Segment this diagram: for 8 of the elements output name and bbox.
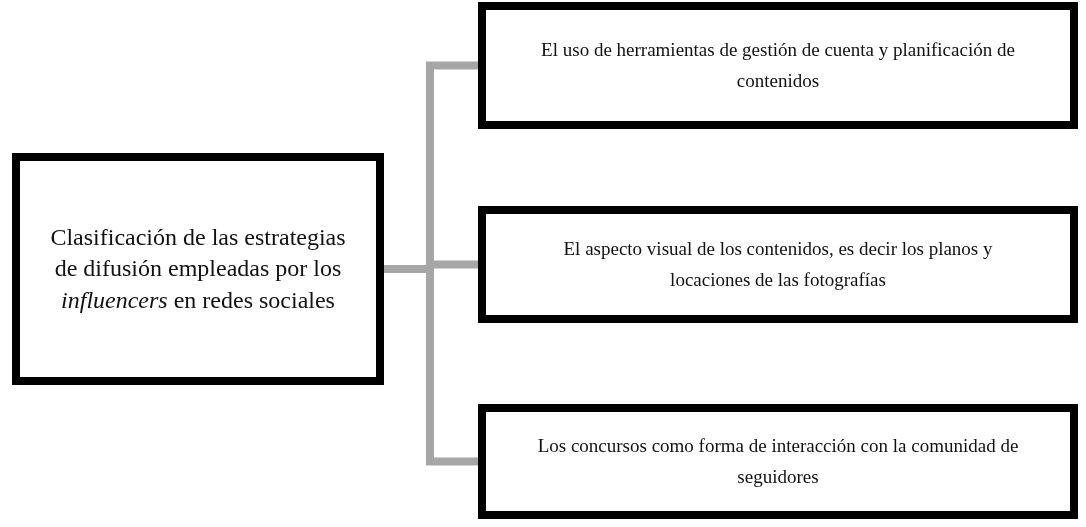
category-box <box>478 404 1078 519</box>
root-concept-box <box>12 153 384 385</box>
category-text: Los concursos como forma de interacción con la comunidad de seguidores <box>536 434 1020 489</box>
category-text: El aspecto visual de los contenidos, es decir los planos y locaciones de las fotografías <box>562 237 994 292</box>
title-text: Clasificación de las estrategias de difusión empleadas por los influencers en redes sociales <box>49 223 347 315</box>
category-box <box>478 2 1078 129</box>
category-text: El uso de herramientas de gestión de cuenta y planificación de contenidos <box>540 38 1016 93</box>
category-box <box>478 206 1078 323</box>
